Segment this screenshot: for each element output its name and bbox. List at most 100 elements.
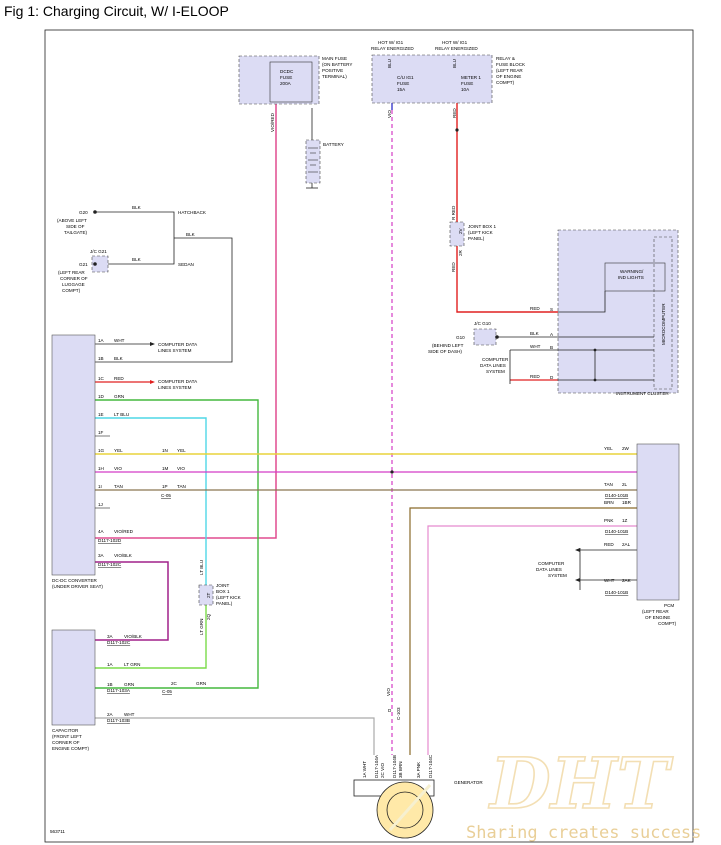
dcdc-data2-1: COMPUTER DATA xyxy=(158,379,198,384)
battery: BATTERY xyxy=(305,139,344,184)
cap-label-2: (FRONT LEFT xyxy=(52,734,82,739)
gen-pin-3b: 3B BRN xyxy=(398,761,403,778)
cap-label-4: ENGINE COMPT) xyxy=(52,746,89,751)
jb-bot-out-pin: 2Q xyxy=(206,613,211,620)
dcdc-pin-1g: 1G xyxy=(98,448,105,453)
g21-jc: J/C G21 xyxy=(90,249,107,254)
dcdc-label-2: (UNDER DRIVER SEAT) xyxy=(52,584,103,589)
cluster-pin-a: A xyxy=(550,332,554,337)
relay-fuse-block: HOT W/ IG1 RELAY ENERGIZED HOT W/ IG1 RE… xyxy=(371,40,526,132)
dcdc-wire-1c: RED xyxy=(114,376,124,381)
dcdc-pin-1i: 1I xyxy=(98,484,102,489)
main-fuse: DCDC FUSE 200A MAIN FUSE (ON BATTERY POS… xyxy=(238,55,352,132)
c05-wire-1n: YEL xyxy=(177,448,186,453)
cap-c05-wire: GRN xyxy=(196,681,206,686)
pcm-label-3: OF ENGINE xyxy=(645,615,670,620)
cluster-wire-a: BLK xyxy=(530,331,540,336)
c05-name: C-05 xyxy=(161,493,171,498)
cap-pin-3a: 3A xyxy=(107,634,114,639)
wire-lt-grn xyxy=(95,605,207,669)
main-fuse-label-2: (ON BATTERY xyxy=(322,62,352,67)
cap-wire-1b: GRN xyxy=(124,682,134,687)
jb-top-label-2: (LEFT KICK xyxy=(468,230,494,235)
jb-top-label-3: PANEL) xyxy=(468,236,485,241)
pcm-wire-1br: BRN xyxy=(604,500,614,505)
main-fuse-text-1: DCDC xyxy=(280,69,294,74)
main-fuse-text-2: FUSE xyxy=(280,75,292,80)
relay-fuse2-1: METER 1 xyxy=(461,75,481,80)
wire-wht xyxy=(95,717,375,755)
dcdc-wire-1e: LT BLU xyxy=(114,412,129,417)
relay-label-2: FUSE BLOCK xyxy=(496,62,526,67)
dcdc-wire-1d: GRN xyxy=(114,394,124,399)
c05-pin-1n: 1N xyxy=(162,448,168,453)
wiring xyxy=(95,56,637,755)
jb-bot-in-pin: 2T xyxy=(206,592,211,598)
cap-pin-2a: 2A xyxy=(107,712,114,717)
dcdc-wire-3a: VIO/BLK xyxy=(114,553,133,558)
wire-grn xyxy=(95,399,259,689)
g20-label-2: SIDE OF xyxy=(66,224,85,229)
battery-label: BATTERY xyxy=(323,142,344,147)
jb-bot-label-2: BOX 1 xyxy=(216,589,230,594)
cluster-micro: MICROCOMPUTER xyxy=(661,303,666,345)
dcdc-pin-1f: 1F xyxy=(98,430,104,435)
cap-label-1: CAPACITOR xyxy=(52,728,79,733)
relay-hot1-line2: RELAY ENERGIZED xyxy=(371,46,414,51)
dcdc-pin-1d: 1D xyxy=(98,394,105,399)
pcm-conn-b: D140-101B xyxy=(605,529,628,534)
pcm-data-1: COMPUTER xyxy=(538,561,565,566)
g21-variant: SEDAN xyxy=(178,262,194,267)
c05-pin-1p: 1P xyxy=(162,484,168,489)
dcdc-pin-1h: 1H xyxy=(98,466,104,471)
dcdc-data1-1: COMPUTER DATA xyxy=(158,342,198,347)
pcm-pin-1br: 1BR xyxy=(622,500,632,505)
relay-out2: RED xyxy=(452,108,457,118)
main-fuse-wire-label: VIO/RED xyxy=(270,112,275,132)
c05-wire-1m: VIO xyxy=(177,466,185,471)
cap-label-3: CORNER OF xyxy=(52,740,80,745)
g10-label-1: (BEHIND LEFT xyxy=(432,343,464,348)
relay-label-3: (LEFT REAR xyxy=(496,68,523,73)
figure-title: Fig 1: Charging Circuit, W/ I-ELOOP xyxy=(4,3,229,19)
watermark-logo: DHT xyxy=(488,742,674,825)
wire-vio-red xyxy=(95,95,277,539)
relay-hot2-line1: HOT W/ IG1 xyxy=(442,40,468,45)
jb-top-label-1: JOINT BOX 1 xyxy=(468,224,496,229)
jb-bot-label-4: PANEL) xyxy=(216,601,233,606)
cluster-pin-s: S xyxy=(550,307,553,312)
gen-vio-wire: VIO xyxy=(386,688,391,696)
jb-bot-in-wire: LT BLU xyxy=(199,560,204,575)
pcm-pin-2al: 2AL xyxy=(622,542,631,547)
cluster-data-2: DATA LINES xyxy=(480,363,506,368)
wire-brn xyxy=(409,507,637,755)
cap-pin-1a: 1A xyxy=(107,662,114,667)
black-wiring xyxy=(95,108,637,590)
pcm-wire-1z: PNK xyxy=(604,518,614,523)
cluster-data-1: COMPUTER xyxy=(482,357,509,362)
g20-variant: HATCHBACK xyxy=(178,210,207,215)
g21-label-4: COMPT) xyxy=(62,288,81,293)
pcm-wire-2ak: WHT xyxy=(604,578,615,583)
g21-wire: BLK xyxy=(132,257,142,262)
watermark-slogan: Sharing creates success xyxy=(466,823,701,843)
cap-c05-conn: C-05 xyxy=(162,689,172,694)
dcdc-pin-1e: 1E xyxy=(98,412,104,417)
g20-label-1: (ABOVE LEFT xyxy=(57,218,87,223)
cluster-wire-d: RED xyxy=(530,374,540,379)
dcdc-wire-1h: VIO xyxy=(114,466,122,471)
main-fuse-label-4: TERMINAL) xyxy=(322,74,347,79)
c05-pin-1m: 1M xyxy=(162,466,169,471)
pcm-conn-c: D140-101B xyxy=(605,590,628,595)
cap-conn-2a: D117-103B xyxy=(107,718,130,723)
relay-fuse2-2: FUSE xyxy=(461,81,473,86)
